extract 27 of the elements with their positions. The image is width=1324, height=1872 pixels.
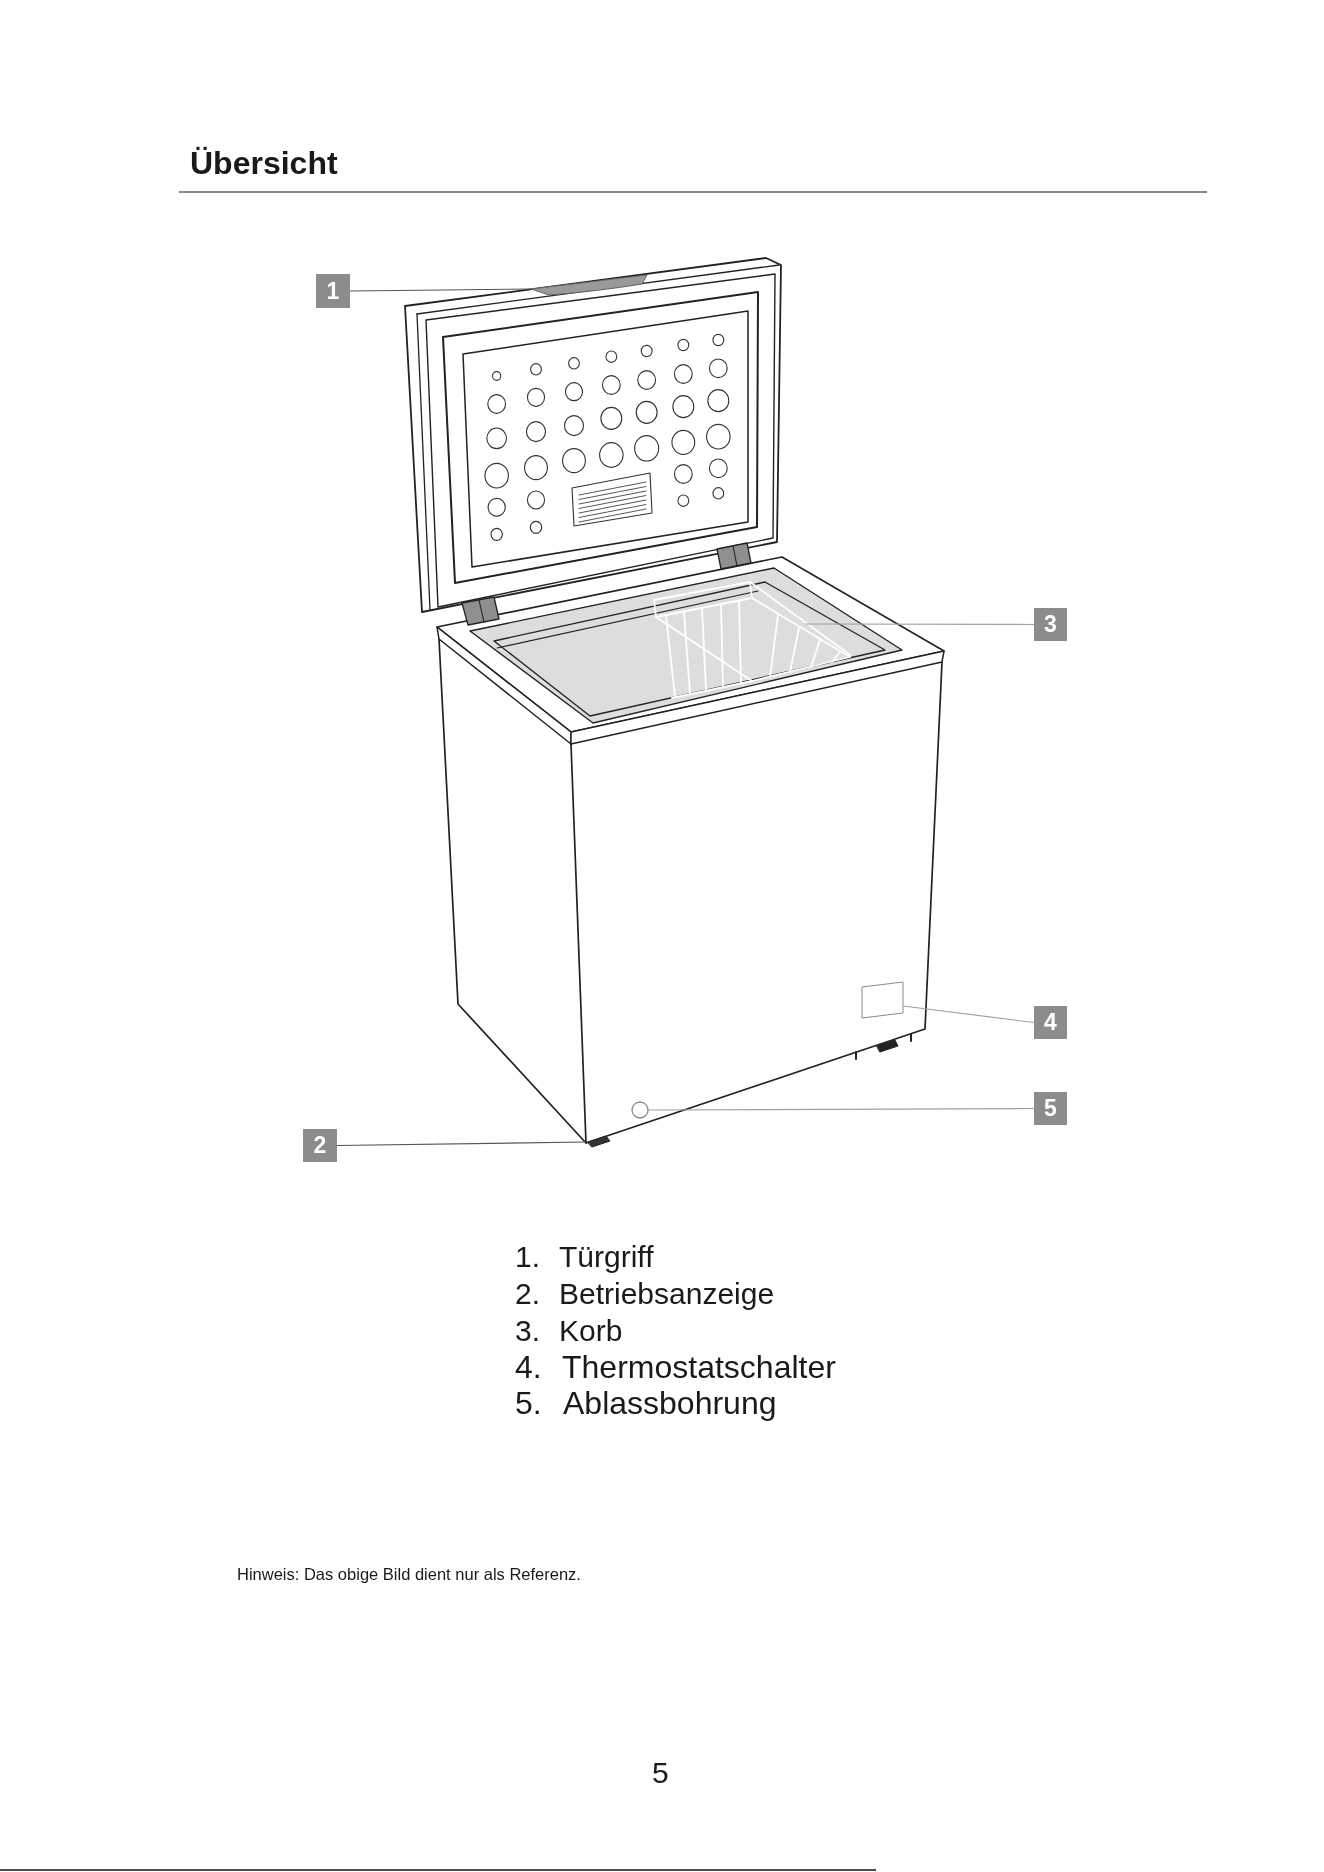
part-name: Thermostatschalter [562, 1351, 836, 1383]
thermostat-panel [861, 981, 904, 1019]
callout-number: 1 [316, 274, 350, 308]
list-number: 4. [515, 1351, 542, 1383]
callout-number: 5 [1034, 1092, 1067, 1125]
leader-line [804, 623, 1035, 626]
door-handle [530, 274, 648, 296]
callout-number: 3 [1034, 608, 1067, 641]
list-number: 3. [515, 1316, 541, 1346]
leader-line [647, 1107, 1035, 1111]
leader-line [336, 1141, 587, 1147]
list-number: 2. [515, 1279, 541, 1309]
part-name: Ablassbohrung [563, 1387, 777, 1419]
callout-number: 2 [303, 1129, 337, 1162]
note-text: Hinweis: Das obige Bild dient nur als Referenz. [237, 1566, 581, 1583]
list-number: 5. [515, 1387, 542, 1419]
part-name: Türgriff [559, 1242, 654, 1272]
part-name: Korb [559, 1316, 623, 1346]
leader-line [902, 1005, 1035, 1024]
wire-basket [653, 581, 851, 699]
callout-number: 4 [1034, 1006, 1067, 1039]
page-title: Übersicht [190, 147, 338, 179]
part-name: Betriebsanzeige [559, 1279, 775, 1309]
page-number: 5 [652, 1758, 669, 1788]
drain-hole [631, 1101, 649, 1119]
leader-line [349, 288, 532, 292]
list-number: 1. [515, 1242, 541, 1272]
